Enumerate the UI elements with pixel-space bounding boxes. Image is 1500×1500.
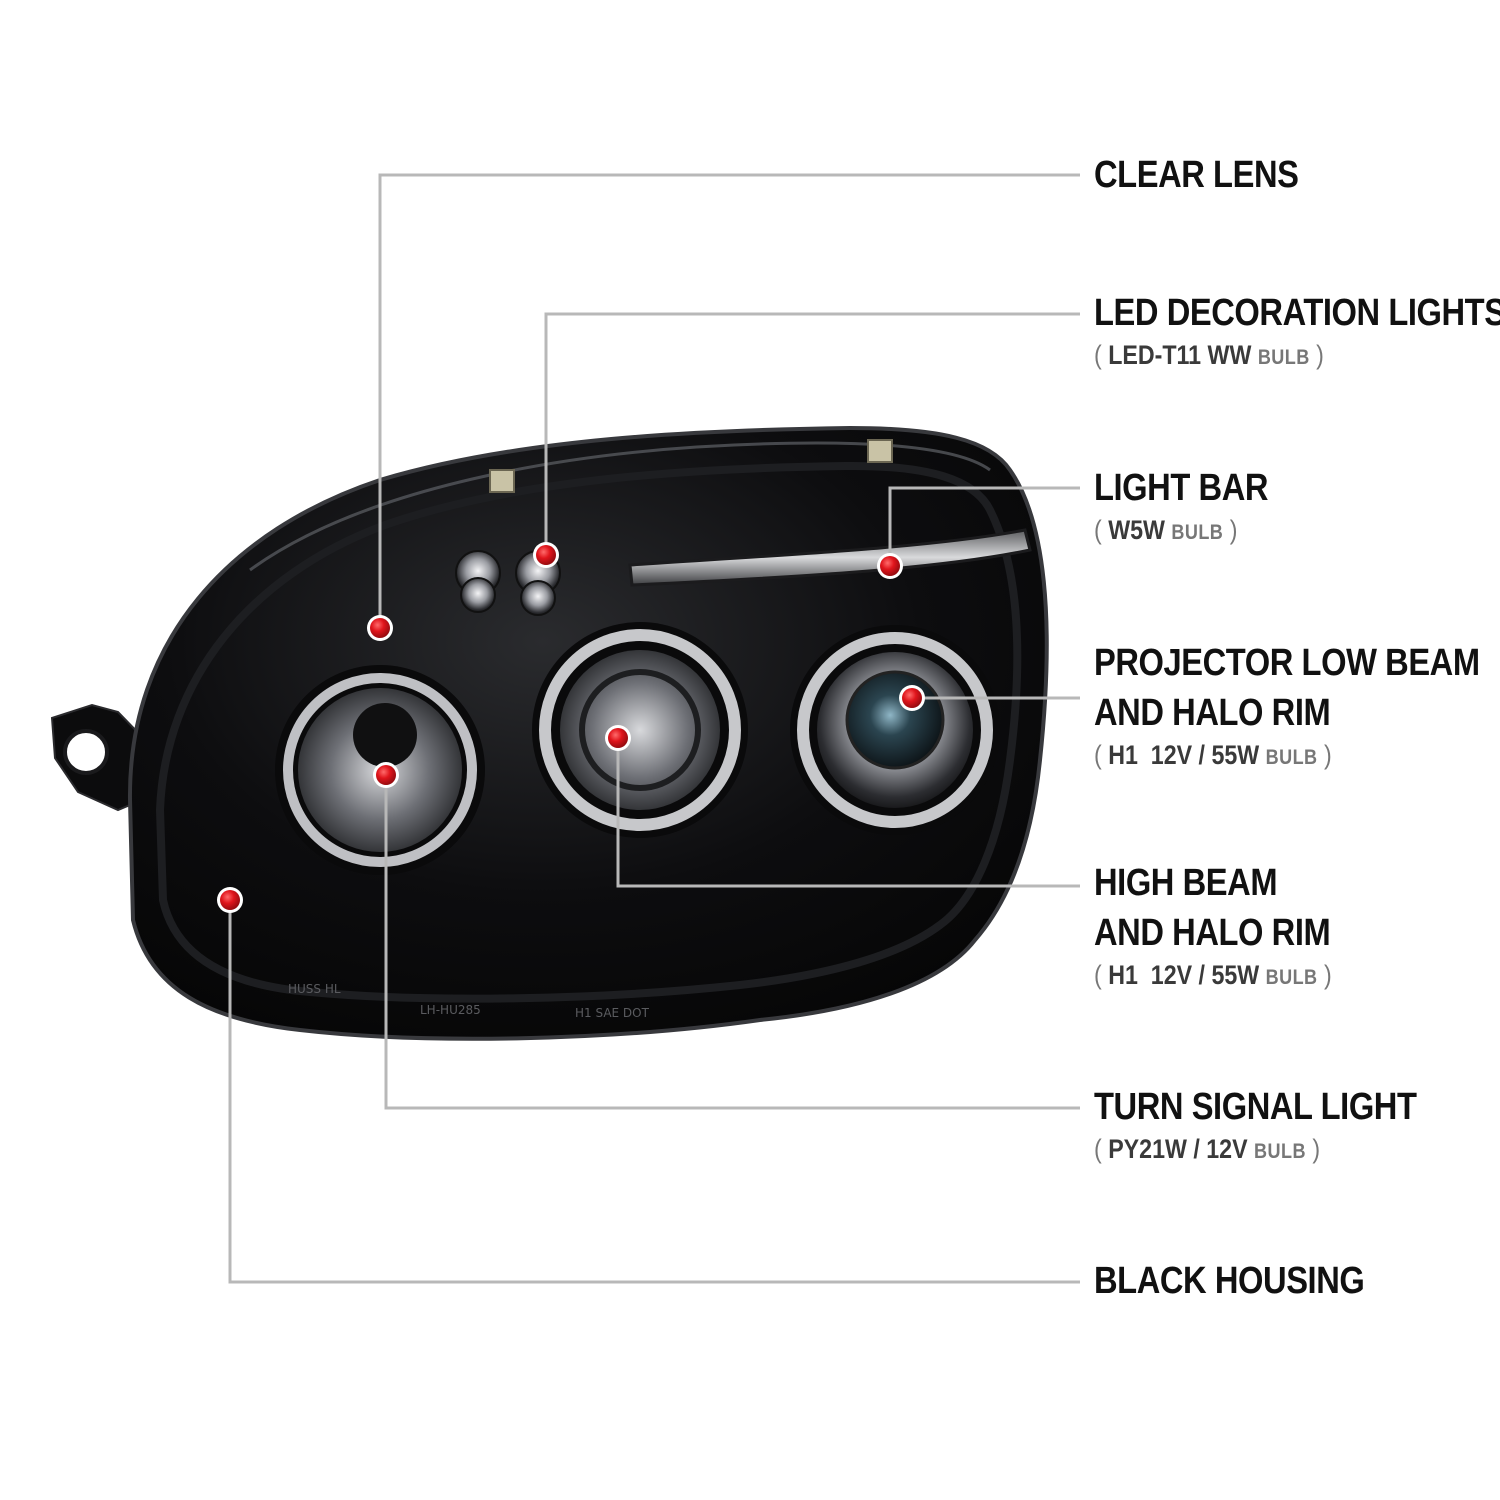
projector-low-beam-bulb-spec: ( H1 12V / 55W BULB ) [1094, 738, 1480, 775]
spec-part-number: PY21W / 12V [1101, 1134, 1255, 1164]
turn-signal-light-leader-line [384, 775, 1080, 1110]
mounting-tab [50, 703, 152, 812]
spec-open-paren: ( [1094, 340, 1102, 370]
projector-low-beam-element [790, 625, 1000, 835]
high-beam-label: HIGH BEAM AND HALO RIM ( H1 12V / 55W BULB… [1094, 858, 1370, 995]
clear-lens-label: CLEAR LENS [1094, 150, 1332, 200]
projector-low-beam-title-line: AND HALO RIM [1094, 692, 1331, 734]
lens-markings: H1 SAE DOT LH-HU285 HUSS HL [288, 982, 650, 1020]
spec-open-paren: ( [1094, 960, 1102, 990]
lens-marking-text: HUSS HL [288, 982, 341, 996]
spec-unit: BULB [1265, 966, 1318, 989]
spec-open-paren: ( [1094, 1134, 1102, 1164]
lens-marking-text: H1 SAE DOT [575, 1006, 650, 1020]
turn-signal-light-marker-dot [376, 765, 396, 785]
high-beam-element [532, 622, 748, 838]
projector-low-beam-marker-dot [902, 688, 922, 708]
turn-signal-light-label: TURN SIGNAL LIGHT ( PY21W / 12V BULB ) [1094, 1082, 1469, 1169]
projector-low-beam-title-line: PROJECTOR LOW BEAM [1094, 642, 1480, 684]
spec-unit: BULB [1171, 521, 1224, 544]
projector-low-beam-label: PROJECTOR LOW BEAM AND HALO RIM ( H1 12V /… [1094, 638, 1500, 775]
light-bar-element [628, 528, 1032, 587]
callout-leaders [217, 173, 1080, 1284]
spec-open-paren: ( [1094, 740, 1102, 770]
spec-close-paren: ) [1312, 1134, 1321, 1164]
turn-signal-light-bulb-spec: ( PY21W / 12V BULB ) [1094, 1132, 1417, 1169]
black-housing-label: BLACK HOUSING [1094, 1256, 1408, 1306]
clear-lens-title-line: CLEAR LENS [1094, 154, 1299, 196]
led-decoration-lights-label: LED DECORATION LIGHTS ( LED-T11 WW BULB ) [1094, 288, 1500, 375]
light-bar-label: LIGHT BAR ( W5W BULB ) [1094, 463, 1296, 550]
clear-lens-leader-line [378, 173, 1080, 628]
spec-close-paren: ) [1323, 960, 1332, 990]
spec-part-number: LED-T11 WW [1101, 340, 1258, 370]
high-beam-title-line: HIGH BEAM [1094, 862, 1278, 904]
led-decoration-lights-bulb-spec: ( LED-T11 WW BULB ) [1094, 338, 1500, 375]
black-housing-title-line: BLACK HOUSING [1094, 1260, 1365, 1302]
spec-close-paren: ) [1323, 740, 1332, 770]
high-beam-bulb-spec: ( H1 12V / 55W BULB ) [1094, 958, 1332, 995]
spec-unit: BULB [1254, 1140, 1306, 1163]
lens-marking-text: LH-HU285 [420, 1003, 481, 1017]
spec-unit: BULB [1257, 346, 1310, 369]
high-beam-title-line: AND HALO RIM [1094, 912, 1331, 954]
turn-signal-light-title-line: TURN SIGNAL LIGHT [1094, 1086, 1417, 1128]
black-housing-marker-dot [220, 890, 240, 910]
black-housing-leader-line [228, 900, 1080, 1284]
light-bar-bulb-spec: ( W5W BULB ) [1094, 513, 1268, 550]
spec-part-number: H1 12V / 55W [1101, 740, 1266, 770]
spec-part-number: H1 12V / 55W [1101, 960, 1266, 990]
light-bar-title-line: LIGHT BAR [1094, 467, 1269, 509]
high-beam-marker-dot [608, 728, 628, 748]
spec-open-paren: ( [1094, 515, 1102, 545]
spec-close-paren: ) [1316, 340, 1324, 370]
spec-unit: BULB [1265, 746, 1318, 769]
spec-close-paren: ) [1229, 515, 1238, 545]
led-decoration-lights-title-line: LED DECORATION LIGHTS [1094, 292, 1500, 334]
spec-part-number: W5W [1101, 515, 1172, 545]
light-bar-marker-dot [880, 556, 900, 576]
led-decoration-lights-marker-dot [536, 545, 556, 565]
clear-lens-marker-dot [370, 618, 390, 638]
